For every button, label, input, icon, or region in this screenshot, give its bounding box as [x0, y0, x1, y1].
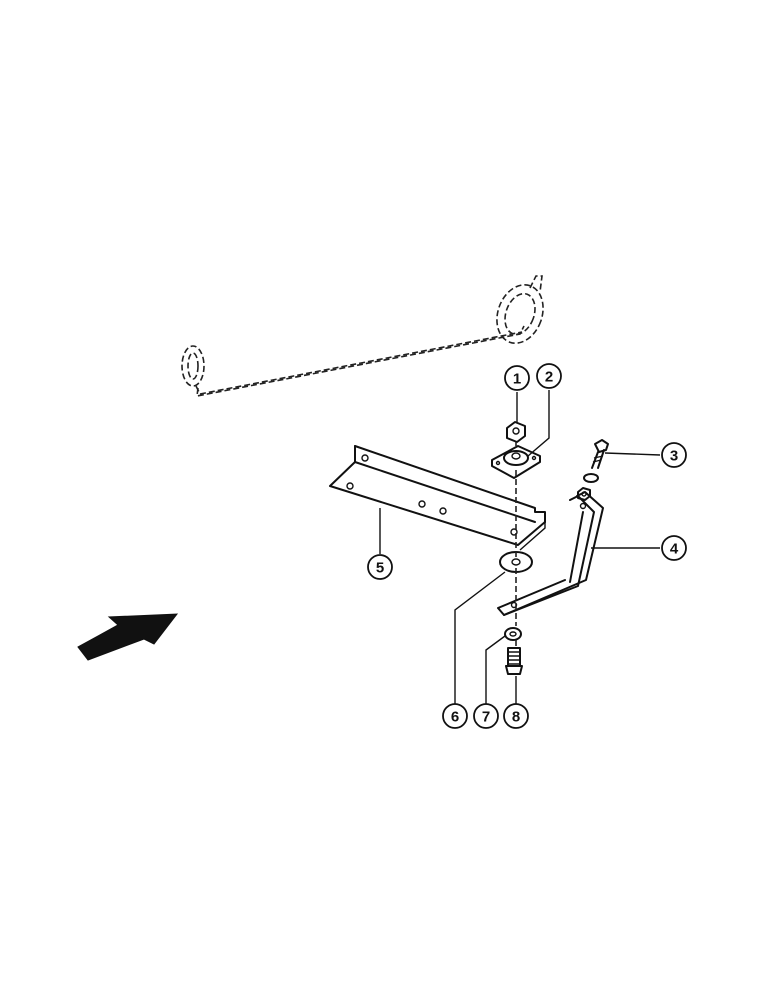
rubber-mount: [491, 445, 541, 479]
callout-label-7: 7: [482, 709, 490, 726]
callout-3[interactable]: 3: [661, 442, 687, 468]
cap-screw-upper: [591, 439, 609, 469]
callout-label-4: 4: [670, 541, 679, 558]
callout-label-5: 5: [376, 560, 384, 577]
callout-label-8: 8: [512, 709, 520, 726]
lock-washer-upper: [583, 473, 599, 483]
callout-5[interactable]: 5: [367, 554, 393, 580]
direction-arrow: [77, 613, 179, 661]
callout-1[interactable]: 1: [504, 365, 530, 391]
callout-4[interactable]: 4: [661, 535, 687, 561]
lock-washer: [504, 627, 522, 641]
phantom-rod: [181, 275, 544, 397]
callout-label-2: 2: [545, 369, 553, 386]
callout-label-6: 6: [451, 709, 459, 726]
callout-6[interactable]: 6: [442, 703, 468, 729]
callout-label-1: 1: [513, 371, 521, 388]
nut-upper: [577, 487, 591, 501]
callout-2[interactable]: 2: [536, 363, 562, 389]
leader-lines: [379, 390, 661, 704]
offset-strap: [497, 491, 604, 616]
callout-8[interactable]: 8: [503, 703, 529, 729]
cap-screw: [505, 647, 523, 675]
nut: [506, 421, 526, 443]
callout-label-3: 3: [670, 448, 678, 465]
callout-7[interactable]: 7: [473, 703, 499, 729]
angle-bracket: [329, 445, 546, 551]
